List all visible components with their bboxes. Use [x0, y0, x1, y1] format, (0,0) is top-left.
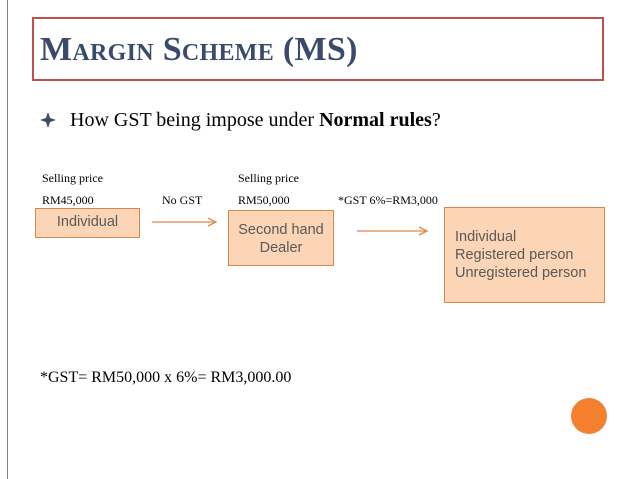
recipient-registered: Registered person [455, 247, 574, 263]
bullet-point: How GST being impose under Normal rules? [40, 107, 441, 133]
dealer-box-line1: Second hand [238, 222, 324, 238]
dealer-box-line2: Dealer [259, 240, 303, 256]
individual-seller-box: Individual [35, 208, 140, 238]
decorative-circle [571, 398, 607, 434]
recipients-box: Individual Registered person Unregistere… [444, 207, 605, 303]
seller-price-label: Selling price [42, 171, 103, 185]
second-hand-dealer-box: Second hand Dealer [228, 210, 334, 266]
left-margin-line [7, 0, 8, 479]
recipient-unregistered: Unregistered person [455, 265, 587, 281]
slide-title: Margin Scheme (MS) [40, 31, 358, 68]
bullet-text-start: How GST being impose under [70, 108, 320, 131]
gst-footnote: *GST= RM50,000 x 6%= RM3,000.00 [40, 369, 292, 386]
individual-seller-label: Individual [56, 214, 119, 230]
recipient-individual: Individual [455, 229, 517, 245]
bullet-text-end: ? [431, 108, 441, 131]
diamond-bullet-icon [40, 112, 56, 128]
arrow-seller-to-dealer [152, 217, 218, 227]
dealer-price-value: RM50,000 [238, 193, 290, 207]
arrow-dealer-to-recipients [357, 226, 429, 236]
seller-price-value: RM45,000 [42, 193, 94, 207]
dealer-price-label: Selling price [238, 171, 299, 185]
gst-charge-label: *GST 6%=RM3,000 [338, 193, 438, 207]
bullet-text-bold: Normal rules [319, 108, 432, 131]
no-gst-label: No GST [162, 193, 203, 207]
title-box: Margin Scheme (MS) [32, 17, 604, 81]
